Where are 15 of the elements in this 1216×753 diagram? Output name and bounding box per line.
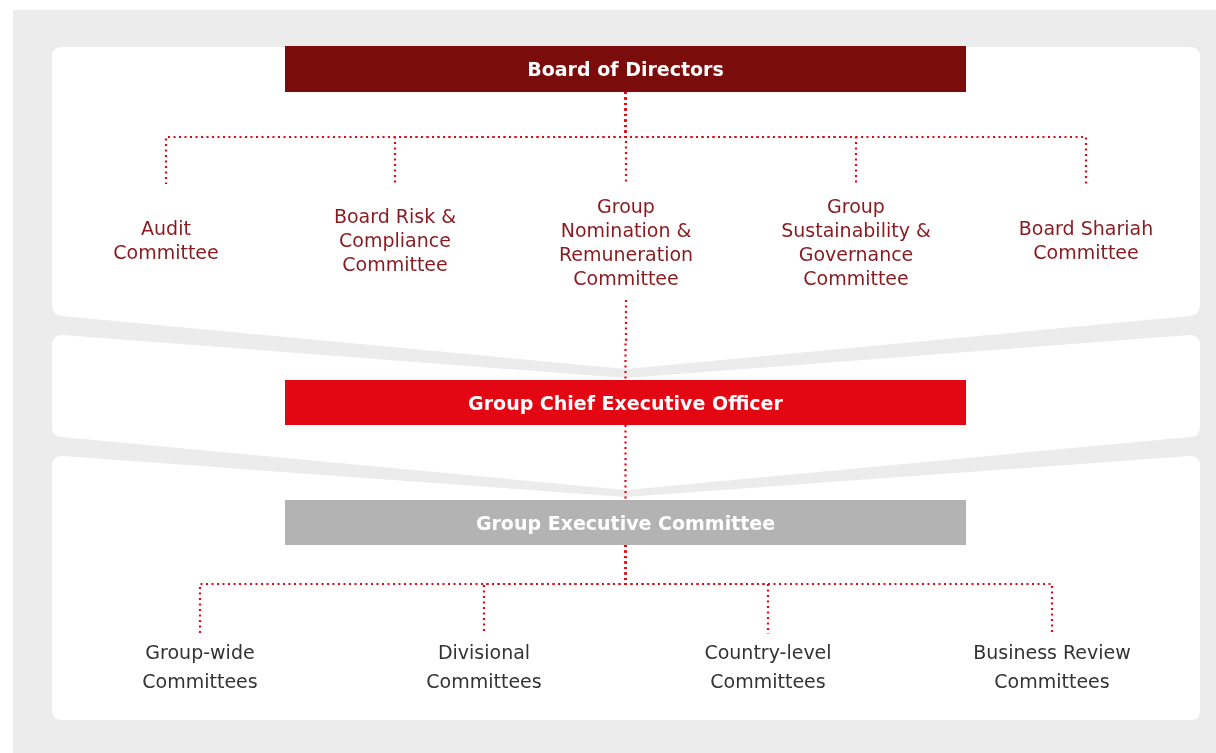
connector-line <box>624 545 1054 634</box>
committee-label: Group-wide Committees <box>141 640 259 694</box>
committee-label: Board Risk & Compliance Committee <box>332 204 458 276</box>
committee-label: Board Shariah Committee <box>1017 216 1155 264</box>
committee-label: Divisional Committees <box>425 640 543 694</box>
connector-line <box>624 300 628 380</box>
committee-label: Country-level Committees <box>703 640 833 694</box>
committee-label: Group Sustainability & Governance Committee <box>780 194 932 290</box>
committee-label: Audit Committee <box>112 216 220 264</box>
committee-label: Group Nomination & Remuneration Committee <box>557 194 695 290</box>
committee-label: Business Review Committees <box>972 640 1132 694</box>
ceo-box: Group Chief Executive Officer <box>285 380 966 425</box>
committee-box: Group Executive Committee <box>285 500 966 545</box>
board-box: Board of Directors <box>285 46 966 92</box>
connector-line <box>624 425 627 500</box>
